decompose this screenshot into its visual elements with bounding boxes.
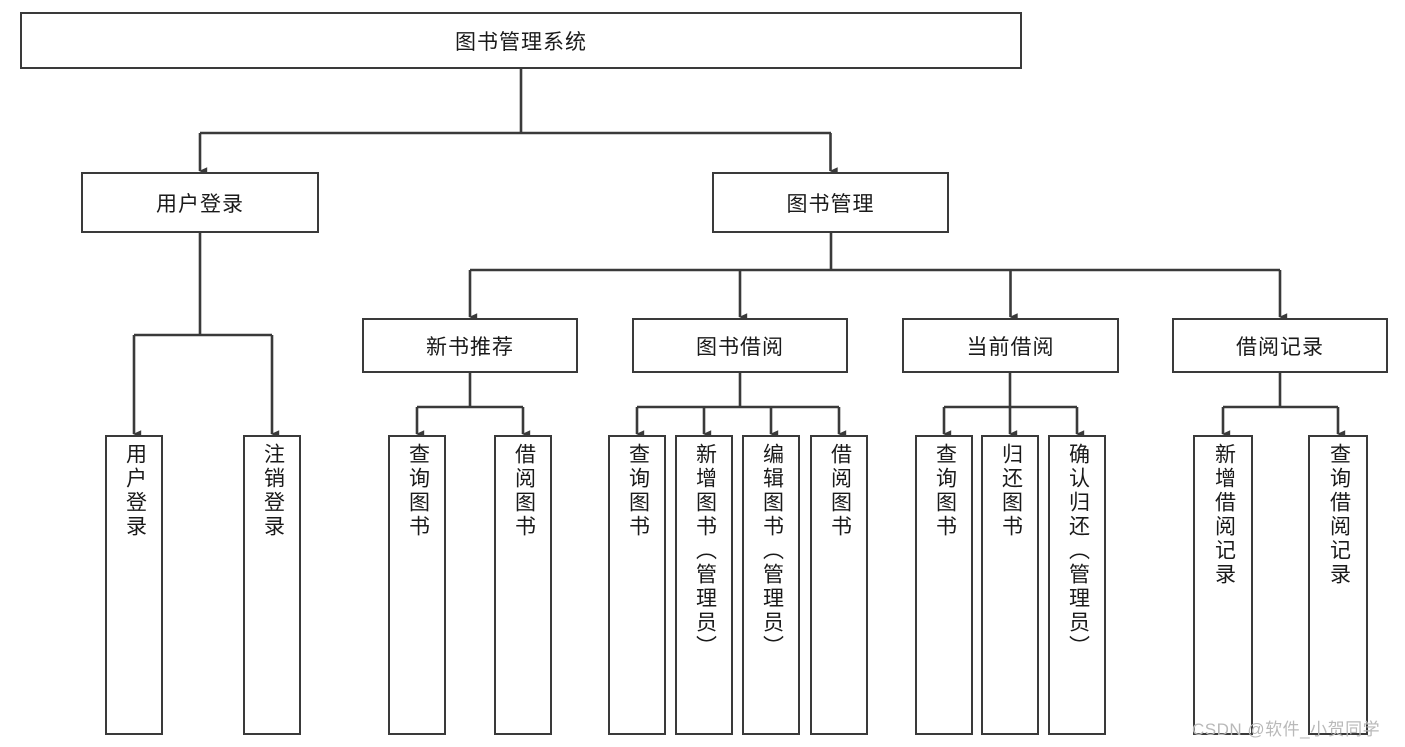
node-current-borrow[interactable]: 当前借阅 — [902, 318, 1119, 373]
node-label: 注销登录 — [261, 443, 285, 539]
node-label: 图书借阅 — [696, 335, 784, 359]
node-label: 归还图书 — [999, 443, 1023, 539]
node-label: 新增图书（管理员） — [693, 443, 717, 659]
node-label: 确认归还（管理员） — [1066, 443, 1090, 659]
node-leaf-cur-confirm[interactable]: 确认归还（管理员） — [1048, 435, 1106, 735]
node-label: 借阅图书 — [512, 443, 536, 539]
node-leaf-rec-borrow[interactable]: 借阅图书 — [494, 435, 552, 735]
node-leaf-rec-query2[interactable]: 查询借阅记录 — [1308, 435, 1368, 735]
node-label: 用户登录 — [156, 192, 244, 216]
node-user-login[interactable]: 用户登录 — [81, 172, 319, 233]
node-book-manage[interactable]: 图书管理 — [712, 172, 949, 233]
node-leaf-cur-query[interactable]: 查询图书 — [915, 435, 973, 735]
node-root[interactable]: 图书管理系统 — [20, 12, 1022, 69]
node-label: 借阅图书 — [828, 443, 852, 539]
node-leaf-rec-query[interactable]: 查询图书 — [388, 435, 446, 735]
node-borrow-record[interactable]: 借阅记录 — [1172, 318, 1388, 373]
node-leaf-user-logout[interactable]: 注销登录 — [243, 435, 301, 735]
node-label: 查询图书 — [406, 443, 430, 539]
node-label: 查询图书 — [626, 443, 650, 539]
node-label: 图书管理系统 — [455, 30, 587, 54]
node-label: 图书管理 — [786, 192, 875, 216]
node-leaf-borrow-query[interactable]: 查询图书 — [608, 435, 666, 735]
node-new-book-rec[interactable]: 新书推荐 — [362, 318, 578, 373]
node-label: 新书推荐 — [426, 335, 514, 359]
node-label: 查询图书 — [933, 443, 957, 539]
node-label: 查询借阅记录 — [1327, 443, 1351, 587]
node-label: 用户登录 — [123, 443, 147, 539]
node-leaf-cur-return[interactable]: 归还图书 — [981, 435, 1039, 735]
node-leaf-user-login[interactable]: 用户登录 — [105, 435, 163, 735]
watermark-text: CSDN @软件_小贺同学 — [1192, 720, 1381, 739]
node-label: 当前借阅 — [966, 335, 1055, 359]
node-leaf-borrow-edit[interactable]: 编辑图书（管理员） — [742, 435, 800, 735]
node-leaf-borrow-do[interactable]: 借阅图书 — [810, 435, 868, 735]
connector-group — [132, 69, 1346, 438]
node-label: 编辑图书（管理员） — [760, 443, 784, 659]
node-book-borrow[interactable]: 图书借阅 — [632, 318, 848, 373]
node-leaf-borrow-add[interactable]: 新增图书（管理员） — [675, 435, 733, 735]
node-leaf-rec-add[interactable]: 新增借阅记录 — [1193, 435, 1253, 735]
node-label: 借阅记录 — [1236, 335, 1324, 359]
node-label: 新增借阅记录 — [1212, 443, 1236, 587]
